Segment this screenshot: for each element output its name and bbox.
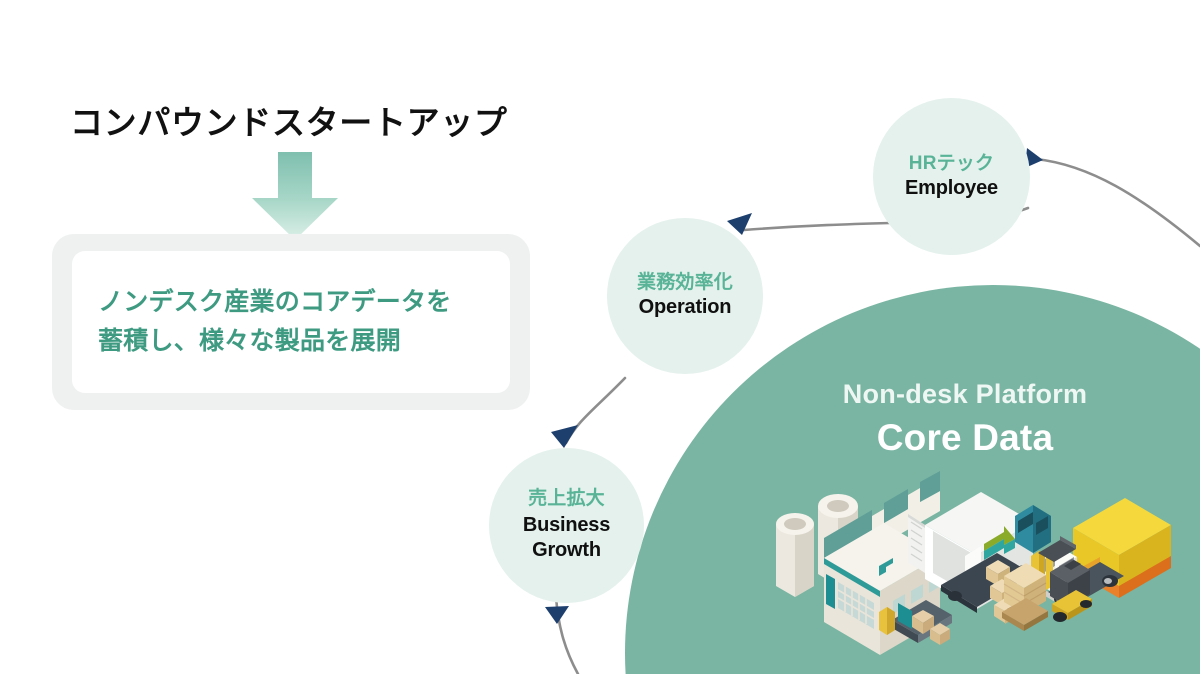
- cycle-node-growth-en-line1: Business: [522, 513, 611, 536]
- cycle-node-operation[interactable]: 業務効率化 Operation: [607, 218, 763, 374]
- cycle-node-business-growth[interactable]: 売上拡大 Business Growth: [489, 448, 644, 603]
- isometric-forklift-pallet-icon: [1002, 536, 1092, 631]
- statement-line-1: ノンデスク産業のコアデータを: [98, 287, 452, 316]
- statement-card: ノンデスク産業のコアデータを 蓄積し、様々な製品を展開: [52, 234, 530, 410]
- statement-text: ノンデスク産業のコアデータを 蓄積し、様々な製品を展開: [72, 283, 452, 362]
- cycle-node-operation-en: Operation: [639, 296, 732, 320]
- cycle-node-employee-jp: HRテック: [908, 152, 995, 174]
- page-title: コンパウンドスタートアップ: [70, 104, 508, 141]
- cycle-node-growth-en-line2: Growth: [532, 538, 601, 561]
- cycle-node-growth-jp: 売上拡大: [528, 488, 605, 510]
- cycle-node-operation-en-line1: Operation: [638, 296, 732, 319]
- cycle-node-growth-en: Business Growth: [522, 513, 611, 563]
- cycle-node-employee[interactable]: HRテック Employee: [873, 98, 1030, 255]
- statement-card-inner: ノンデスク産業のコアデータを 蓄積し、様々な製品を展開: [72, 251, 510, 393]
- statement-line-2: 蓄積し、様々な製品を展開: [98, 327, 402, 355]
- cycle-node-employee-en-line1: Employee: [905, 176, 998, 199]
- isometric-delivery-van-icon: [908, 492, 1051, 624]
- cycle-node-employee-en: Employee: [905, 177, 998, 201]
- down-arrow-icon: [252, 152, 338, 240]
- cycle-node-operation-jp: 業務効率化: [637, 272, 733, 293]
